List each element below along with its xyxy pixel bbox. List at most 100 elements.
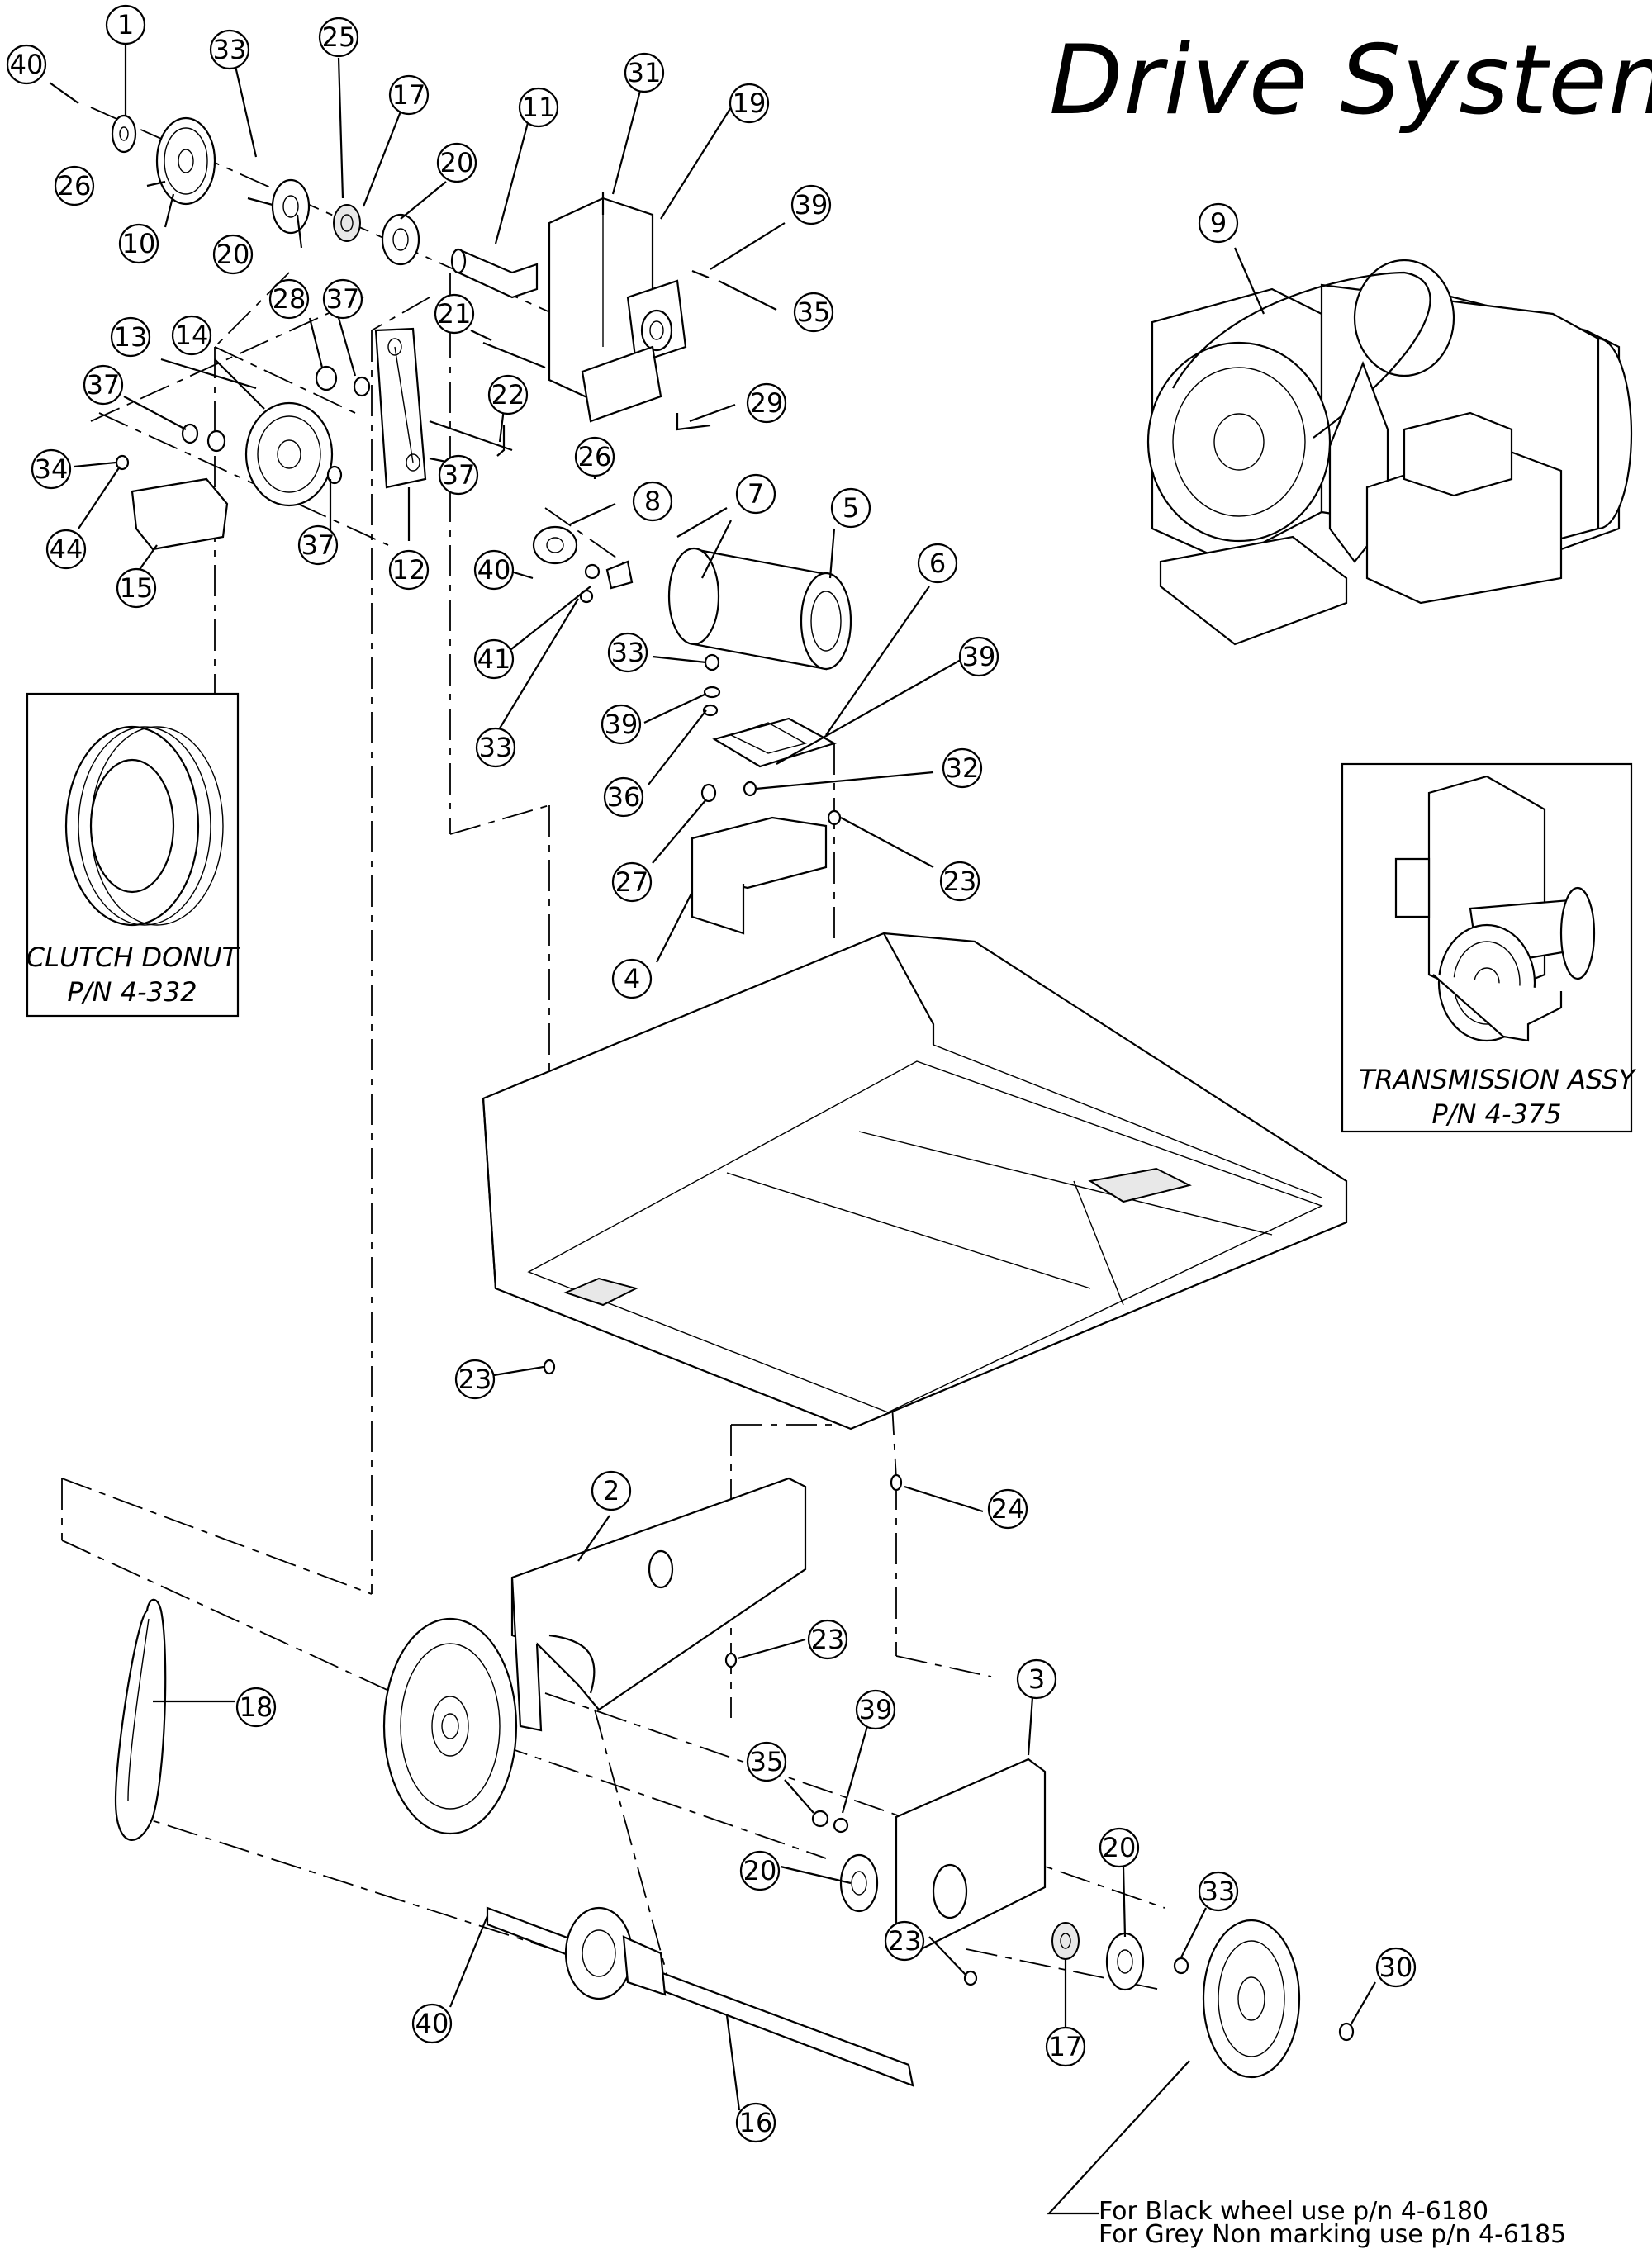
- callout-24: 24: [987, 1488, 1028, 1530]
- callout-41: 41: [473, 638, 515, 680]
- svg-text:35: 35: [797, 297, 831, 328]
- svg-text:26: 26: [578, 441, 612, 472]
- callout-33: 33: [1198, 1871, 1239, 1912]
- callout-8: 8: [632, 481, 673, 522]
- callout-17: 17: [388, 74, 430, 116]
- callout-9: 9: [1198, 202, 1239, 244]
- callout-18: 18: [235, 1687, 277, 1728]
- svg-text:39: 39: [795, 189, 828, 221]
- svg-text:39: 39: [605, 709, 638, 740]
- svg-text:40: 40: [477, 554, 511, 586]
- callout-7: 7: [735, 473, 776, 515]
- callout-20: 20: [1099, 1827, 1140, 1868]
- callout-17: 17: [1045, 2026, 1086, 2067]
- callout-22: 22: [487, 374, 529, 415]
- callout-1: 1: [105, 4, 146, 45]
- drive-pulley-assembly: [111, 114, 539, 299]
- callout-31: 31: [624, 52, 665, 93]
- transmission-label-pn: P/N 4-375: [1431, 1098, 1561, 1130]
- transmission-label-name: TRANSMISSION ASSY: [1359, 1064, 1637, 1095]
- svg-text:32: 32: [946, 752, 980, 784]
- svg-text:10: 10: [122, 228, 156, 259]
- callout-40: 40: [6, 44, 47, 85]
- rear-axle: [486, 1906, 914, 2087]
- callout-32: 32: [942, 747, 983, 789]
- callout-15: 15: [116, 567, 157, 609]
- svg-text:1: 1: [117, 9, 134, 40]
- callout-39: 39: [790, 184, 832, 225]
- clutch-label-name: CLUTCH DONUT: [26, 942, 240, 973]
- drive-chain: [114, 1598, 167, 1841]
- callout-39: 39: [958, 636, 999, 677]
- main-chassis-housing: [482, 932, 1348, 1431]
- callout-5: 5: [830, 487, 871, 529]
- svg-text:8: 8: [644, 486, 661, 517]
- callout-10: 10: [118, 223, 159, 264]
- callout-28: 28: [268, 278, 310, 320]
- svg-text:11: 11: [522, 92, 556, 123]
- callout-16: 16: [735, 2102, 776, 2143]
- svg-text:33: 33: [479, 732, 513, 763]
- svg-text:23: 23: [888, 1925, 922, 1957]
- callout-37: 37: [438, 454, 479, 496]
- callout-40: 40: [411, 2003, 453, 2044]
- clutch-donut-inner: [89, 758, 175, 894]
- callout-39: 39: [855, 1689, 896, 1730]
- motor-assembly: [532, 525, 852, 671]
- svg-text:40: 40: [10, 49, 44, 80]
- clutch-label-pn: P/N 4-332: [67, 976, 197, 1008]
- svg-text:14: 14: [175, 320, 209, 351]
- callout-3: 3: [1016, 1658, 1057, 1700]
- callout-19: 19: [729, 83, 770, 124]
- callout-33: 33: [209, 29, 250, 70]
- callout-21: 21: [434, 293, 475, 335]
- callout-20: 20: [212, 234, 254, 275]
- svg-text:19: 19: [733, 88, 767, 119]
- svg-text:23: 23: [943, 866, 977, 897]
- svg-text:36: 36: [607, 781, 641, 813]
- svg-text:41: 41: [477, 643, 511, 675]
- wheel-note-black: For Black wheel use p/n 4-6180: [1099, 2197, 1489, 2226]
- svg-text:39: 39: [962, 641, 996, 672]
- callout-33: 33: [607, 632, 648, 673]
- svg-text:21: 21: [438, 298, 472, 330]
- svg-text:39: 39: [859, 1694, 893, 1725]
- svg-text:7: 7: [748, 478, 764, 510]
- callout-37: 37: [297, 524, 339, 566]
- svg-text:37: 37: [326, 283, 360, 315]
- callout-30: 30: [1375, 1947, 1417, 1988]
- callout-20: 20: [739, 1850, 781, 1891]
- svg-text:18: 18: [240, 1691, 273, 1723]
- svg-text:33: 33: [611, 637, 645, 668]
- page-title: Drive System: [1049, 25, 1652, 136]
- svg-text:20: 20: [440, 147, 474, 178]
- callout-35: 35: [746, 1741, 787, 1782]
- callout-26: 26: [54, 165, 95, 206]
- callout-27: 27: [611, 861, 653, 903]
- callout-20: 20: [436, 142, 477, 183]
- svg-text:35: 35: [750, 1746, 784, 1777]
- callout-bubbles: 1 40 33 25 17 11 31 19 20 26 10 20 39 35…: [6, 4, 1417, 2143]
- svg-text:30: 30: [1379, 1952, 1413, 1983]
- svg-text:6: 6: [929, 548, 946, 579]
- mounting-bracket-19: [548, 192, 710, 423]
- svg-text:4: 4: [624, 963, 640, 994]
- svg-text:5: 5: [843, 492, 859, 524]
- svg-text:13: 13: [114, 321, 148, 353]
- svg-text:31: 31: [628, 57, 662, 88]
- svg-text:34: 34: [35, 453, 69, 485]
- svg-text:37: 37: [87, 369, 121, 401]
- svg-text:20: 20: [216, 239, 250, 270]
- callout-36: 36: [603, 776, 644, 818]
- svg-text:33: 33: [1202, 1876, 1236, 1907]
- callout-2: 2: [591, 1470, 632, 1511]
- leader-lines: [49, 41, 1376, 2215]
- svg-text:23: 23: [811, 1624, 845, 1655]
- svg-text:22: 22: [491, 379, 525, 410]
- callout-14: 14: [171, 315, 212, 356]
- callout-34: 34: [31, 448, 72, 490]
- svg-text:20: 20: [743, 1855, 777, 1886]
- motor-plate-and-mount: [691, 653, 842, 935]
- svg-text:12: 12: [392, 554, 426, 586]
